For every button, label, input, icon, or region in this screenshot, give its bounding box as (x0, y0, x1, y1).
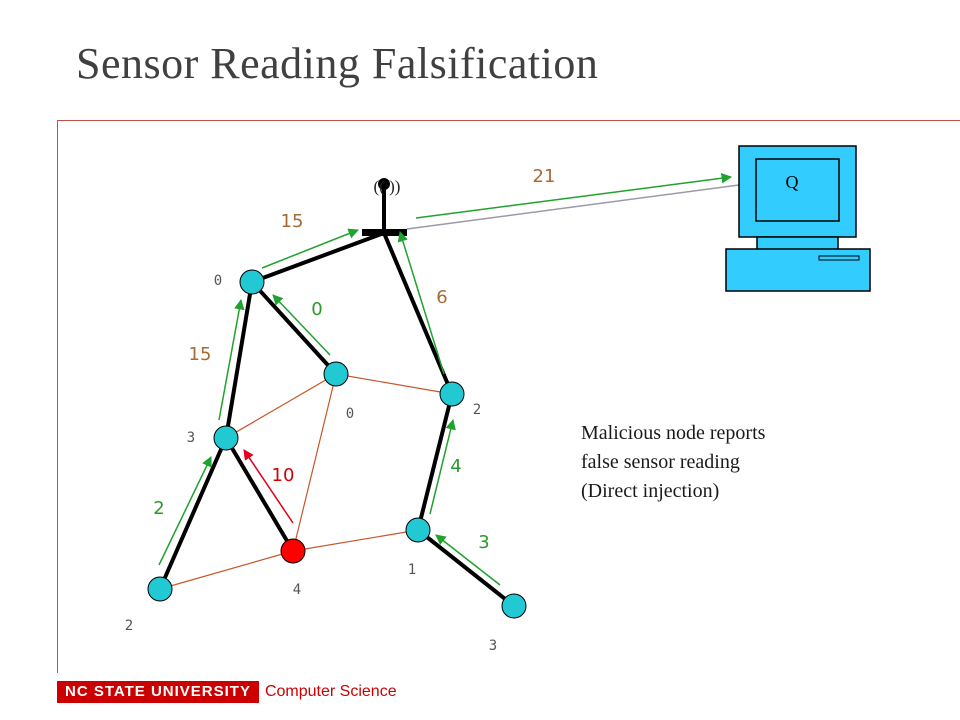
edge-value-to-sink-left: 15 (281, 211, 304, 232)
edge-value-leaf-left: 2 (153, 498, 164, 519)
department-label: Computer Science (264, 683, 397, 700)
page-title: Sensor Reading Falsification (76, 39, 599, 88)
node-leaf-right (501, 593, 527, 619)
reading-node-malicious: 4 (293, 582, 301, 598)
frame-line-top (57, 120, 960, 121)
node-malicious (280, 538, 306, 564)
tower-signal-label: (( )) (374, 177, 401, 196)
query-computer (725, 145, 871, 292)
node-mid-left (213, 425, 239, 451)
edge-value-to-left-top: 0 (311, 299, 322, 320)
edge-value-malicious: 10 (272, 465, 295, 486)
edge-value-sink-to-query: 21 (533, 166, 556, 187)
reading-node-center: 0 (346, 406, 354, 422)
node-center (323, 361, 349, 387)
reading-node-leaf-left: 2 (125, 618, 133, 634)
university-wordmark: NC STATE UNIVERSITY (57, 681, 259, 703)
query-label: Q (786, 172, 799, 192)
thin-edges (159, 373, 453, 590)
routing-tree (158, 231, 516, 608)
frame-line-left (57, 120, 58, 673)
reading-node-top-left: 0 (214, 273, 222, 289)
reading-node-mid-left: 3 (187, 430, 195, 446)
report-arrows (158, 173, 733, 586)
reading-node-leaf-right: 3 (489, 638, 497, 654)
note-line: Malicious node reports (581, 422, 766, 444)
malicious-arrow (243, 449, 294, 524)
annotation-note: Malicious node reports false sensor read… (581, 419, 765, 506)
note-line: false sensor reading (581, 451, 740, 473)
node-leaf-left (147, 576, 173, 602)
node-top-left (239, 269, 265, 295)
edge-value-leaf-right: 3 (478, 532, 489, 553)
query-link (406, 184, 740, 230)
footer: NC STATE UNIVERSITY Computer Science (57, 681, 397, 703)
reading-node-right-mid: 2 (473, 402, 481, 418)
edge-value-from-mid-left: 15 (189, 344, 212, 365)
node-right-mid (439, 381, 465, 407)
note-line: (Direct injection) (581, 480, 720, 502)
sensor-nodes (147, 269, 527, 619)
edge-value-to-right-mid: 4 (450, 456, 461, 477)
base-station-tower (362, 178, 407, 236)
node-lower-right (405, 517, 431, 543)
reading-node-lower-right: 1 (408, 562, 416, 578)
edge-value-to-sink-right: 6 (436, 287, 447, 308)
